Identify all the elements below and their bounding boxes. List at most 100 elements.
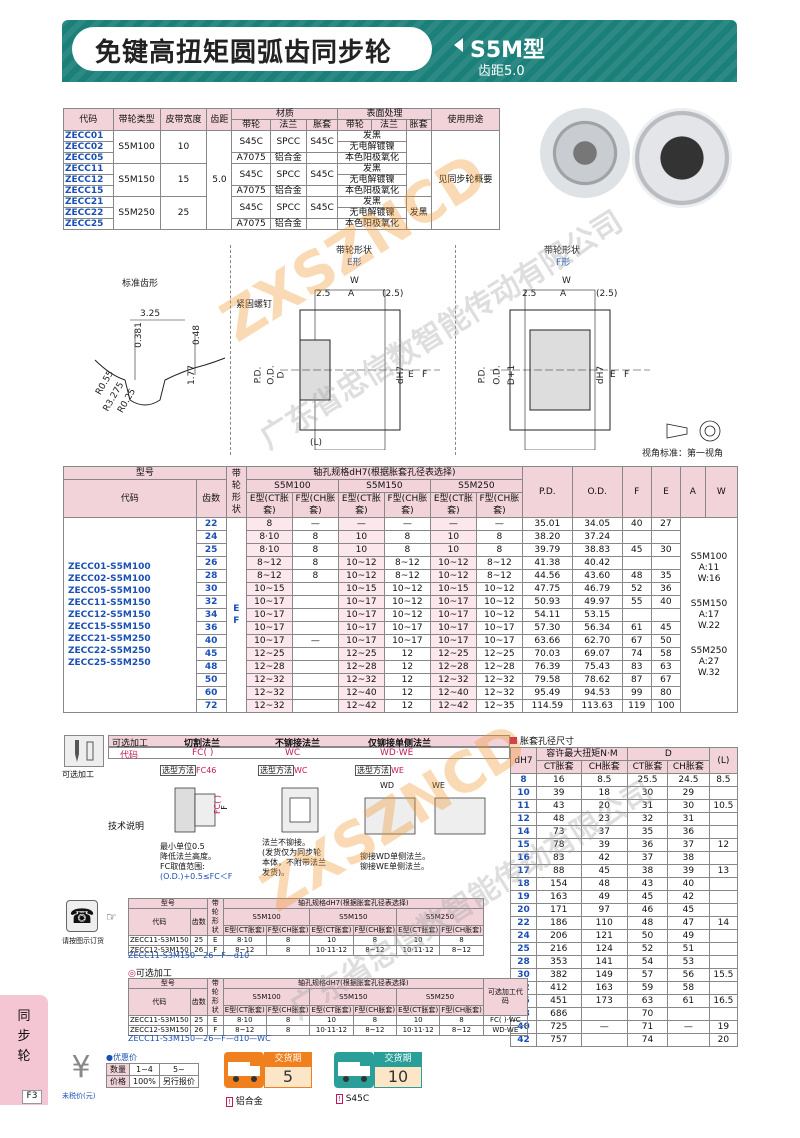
th-shape: 带轮形状 <box>206 978 224 1016</box>
dim-cell: 55 <box>621 595 652 609</box>
order-cell: 8 <box>265 945 311 956</box>
bore-cell: 10~17 <box>429 634 477 648</box>
bore-cell <box>291 673 339 687</box>
bore-value-cell: 61 <box>667 994 710 1008</box>
th-shape: 带轮形状 <box>206 898 224 936</box>
shape-value: E <box>233 604 240 614</box>
mat-cell: S45C <box>231 196 271 219</box>
th-sub: E型(CT胀套) <box>245 492 293 518</box>
bore-value-cell: 141 <box>580 955 628 969</box>
bore-cell: 12~25 <box>337 647 385 661</box>
bore-cell: 12~28 <box>475 660 523 674</box>
th-pitch: 齿距 <box>206 108 233 131</box>
dim-cell: 80 <box>650 686 682 700</box>
dim-cell: 50 <box>650 634 682 648</box>
bore-cell: 8~12 <box>245 569 293 583</box>
set-screw-label: 紧固螺钉 <box>236 300 273 310</box>
exp-cell: S45C <box>305 163 339 186</box>
width-cell: 10 <box>159 130 208 164</box>
th-code: 代码 <box>63 108 114 131</box>
th-sub: E型(CT胀套) <box>396 1005 441 1016</box>
th-code: 代码 <box>63 479 197 518</box>
bore-value-cell: 47 <box>667 916 710 930</box>
dh7-cell: 11 <box>510 799 537 813</box>
options-head-bg <box>108 735 510 747</box>
bore-value-cell: 58 <box>667 981 710 995</box>
wc-notes: 法兰不铆接。 (发货仅为同步轮 本体，不附带法兰 发货)。 <box>262 838 326 878</box>
bore-cell: 10~17 <box>245 608 293 622</box>
bore-title-text: 胀套孔径尺寸 <box>520 737 575 747</box>
th-sub: 法兰 <box>371 119 407 131</box>
order-example-2: ZECC11-S3M150—26—F—d10—WC <box>128 1034 271 1043</box>
code-item: ZECC12-S5M150 <box>68 610 151 620</box>
dim-cell: 75.43 <box>571 660 623 674</box>
bore-cell: 12 <box>383 673 431 687</box>
tech-label: 技术说明 <box>108 822 145 832</box>
bore-cell <box>291 647 339 661</box>
mat-cell: SPCC <box>269 196 307 219</box>
th-f: F <box>621 466 652 518</box>
bore-cell: — <box>429 517 477 531</box>
model-name: S5M型 <box>470 38 546 63</box>
options-code-label: 代码 <box>120 751 139 761</box>
bore-cell: — <box>337 517 385 531</box>
surf-cell: 本色阳极氧化 <box>337 218 407 230</box>
order-cell: E <box>206 935 224 946</box>
bore-value-cell: 171 <box>535 903 582 917</box>
surf-cell: 发黑 <box>337 130 407 142</box>
mat-cell: SPCC <box>269 163 307 186</box>
dim-cell <box>650 556 682 570</box>
bore-cell: 12~42 <box>337 699 385 713</box>
bore-value-cell <box>667 1007 710 1021</box>
price-value: 另行报价 <box>158 1075 199 1088</box>
th-sub: CH胀套 <box>580 760 628 774</box>
method-code: FC46 <box>196 766 217 775</box>
note: (O.D.)+0.5≤FC＜F <box>160 872 233 881</box>
dim-cell: 87 <box>621 673 652 687</box>
info-icon: ! <box>226 1097 233 1107</box>
dim-od: O.D. <box>266 365 277 385</box>
order-cell: 8~12 <box>439 945 484 956</box>
bore-value-cell: 13 <box>708 864 739 878</box>
bore-value-cell: 42 <box>580 851 628 865</box>
bore-cell <box>291 660 339 674</box>
th-material: 材质 <box>231 108 339 120</box>
side-char: 同 <box>17 1009 31 1024</box>
usage-cell: 见同步轮概要 <box>430 130 501 230</box>
bore-cell: 12 <box>383 660 431 674</box>
bore-value-cell: — <box>667 1020 710 1034</box>
bore-cell <box>291 699 339 713</box>
dim-25b: (2.5) <box>382 289 404 299</box>
dim-cell: 38.20 <box>521 530 573 544</box>
dim-cell: 56.34 <box>571 621 623 635</box>
hand-pointer-icon: ☞ <box>106 910 117 924</box>
bore-value-cell <box>708 812 739 826</box>
wc-drawing <box>281 787 319 833</box>
th-sub: F型(CH胀套) <box>265 925 311 936</box>
opt-code: WD·WE <box>380 748 414 758</box>
bore-cell: 12 <box>383 699 431 713</box>
bore-value-cell: 10.5 <box>708 799 739 813</box>
th-group: S5M100 <box>222 908 311 926</box>
dh7-cell: 12 <box>510 812 537 826</box>
code-item: ZECC22-S5M250 <box>68 646 151 656</box>
teeth-cell: 72 <box>195 699 227 713</box>
dim-cell: 35.01 <box>521 517 573 531</box>
bore-value-cell: 124 <box>580 942 628 956</box>
bore-table-title: 胀套孔径尺寸 <box>510 734 574 747</box>
bore-value-cell: 45 <box>667 903 710 917</box>
width-cell: 15 <box>159 163 208 197</box>
bore-size-table: dH7 容许最大扭矩N·M D (L) CT胀套 CH胀套 CT胀套 CH胀套 … <box>510 747 739 1047</box>
surf-cell: 发黑 <box>405 196 432 230</box>
dim-25: 2.5 <box>522 289 537 299</box>
bore-value-cell: 14 <box>708 916 739 930</box>
